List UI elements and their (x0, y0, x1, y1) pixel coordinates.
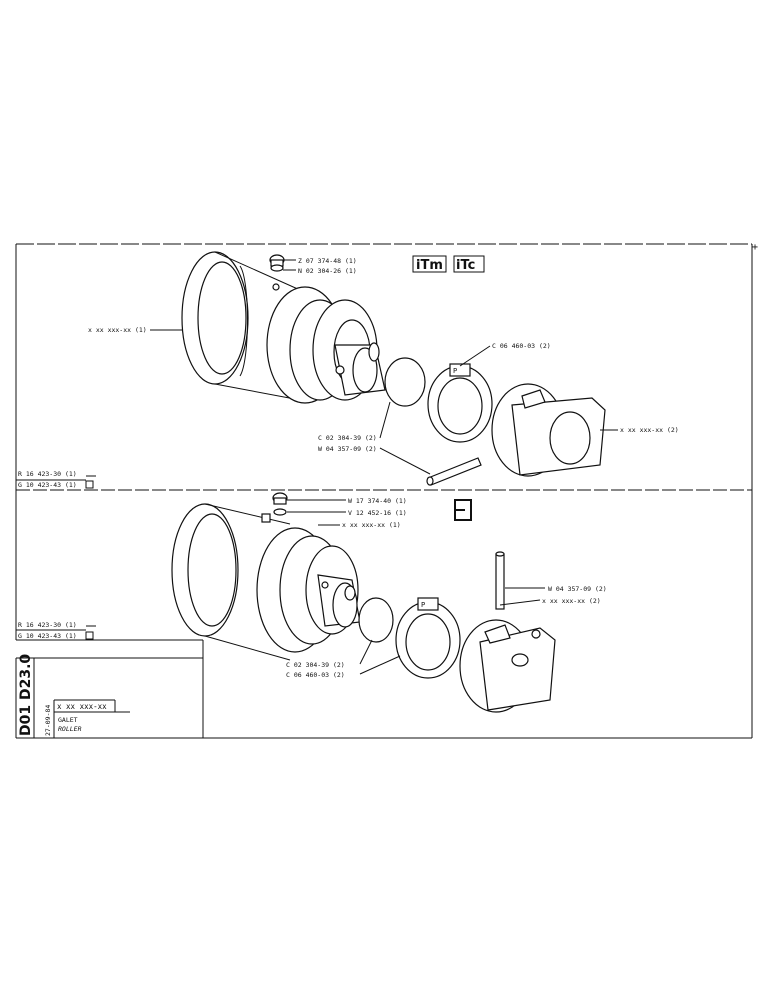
logo-itm-text: iTm (416, 258, 443, 273)
drawing-date: 27-09-84 (44, 705, 52, 736)
bottom-label-ref-a: R 16 423-30 (1) (18, 621, 77, 629)
bottom-label-body: x xx xxx-xx (1) (342, 521, 401, 529)
bottom-label-ref-g: G 10 423-43 (1) (18, 632, 77, 640)
bottom-screw (261, 492, 288, 523)
bottom-roller-body (171, 503, 361, 661)
bottom-label-washer: V 12 452-16 (1) (348, 509, 407, 517)
bottom-leaders (16, 499, 545, 675)
top-oring (384, 357, 426, 407)
part-number: x xx xxx-xx (57, 702, 107, 711)
bottom-ring: P (395, 597, 461, 679)
top-label-pin: W 04 357-09 (2) (318, 445, 377, 453)
svg-text:P: P (453, 367, 457, 375)
bottom-label-ring: C 06 460-03 (2) (286, 671, 345, 679)
logo-itc: iTc (453, 255, 485, 273)
drawing-number: D01 D23.0 (18, 654, 34, 736)
top-label-bracket: x xx xxx-xx (2) (620, 426, 679, 434)
bottom-label-screw: W 17 374-40 (1) (348, 497, 407, 505)
svg-text:+: + (752, 242, 758, 253)
bottom-label-pin: W 04 357-09 (2) (548, 585, 607, 593)
title-block: D01 D23.0 27-09-84 x xx xxx-xx GALET ROL… (15, 654, 203, 739)
bottom-oring (358, 597, 394, 643)
logo-itc-text: iTc (456, 258, 475, 273)
top-ring: P (427, 363, 493, 443)
top-bracket (491, 383, 606, 477)
top-label-ref-a: R 16 423-30 (1) (18, 470, 77, 478)
svg-text:P: P (421, 601, 425, 609)
top-label-body: x xx xxx-xx (1) (88, 326, 147, 334)
top-labels: Z 07 374-48 (1) N 02 304-26 (1) x xx xxx… (18, 257, 679, 489)
top-label-oring: C 02 304-39 (2) (318, 434, 377, 442)
top-leaders (16, 259, 618, 481)
top-roller-body (181, 251, 386, 404)
logo-symbol (454, 499, 472, 521)
top-pin (426, 457, 482, 486)
bottom-bracket (459, 619, 556, 713)
bottom-label-oring: C 02 304-39 (2) (286, 661, 345, 669)
part-name-en: ROLLER (58, 725, 82, 733)
part-name-fr: GALET (58, 716, 78, 724)
bottom-labels: W 17 374-40 (1) V 12 452-16 (1) x xx xxx… (18, 497, 607, 679)
bottom-label-bracket: x xx xxx-xx (2) (542, 597, 601, 605)
top-label-washer: N 02 304-26 (1) (298, 267, 357, 275)
top-label-ref-g: G 10 423-43 (1) (18, 481, 77, 489)
top-label-screw: Z 07 374-48 (1) (298, 257, 357, 265)
top-label-ring: C 06 460-03 (2) (492, 342, 551, 350)
logo-itm: iTm (412, 255, 447, 273)
top-screw (269, 254, 285, 272)
bottom-pin (495, 551, 505, 610)
drawing-frame: + (15, 242, 758, 739)
